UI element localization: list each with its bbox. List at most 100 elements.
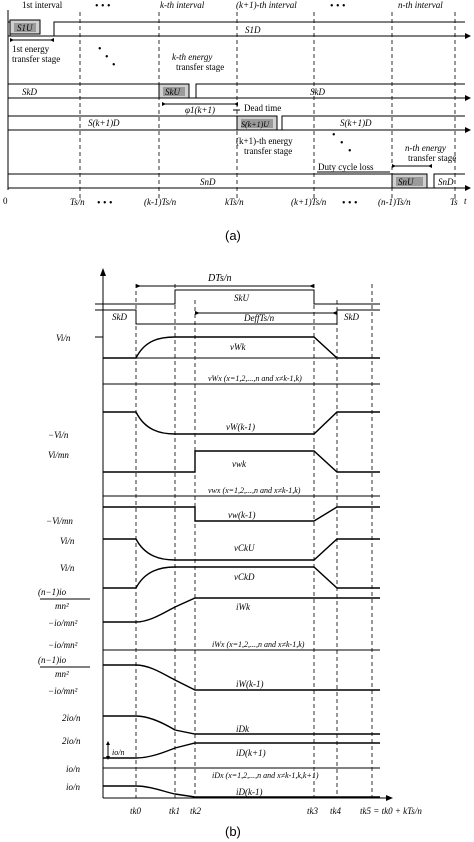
label-vi-n-2: Vi/n	[60, 536, 75, 546]
label-n1io-3: (n−1)io	[38, 655, 67, 665]
diag-dots-2: •	[332, 130, 336, 141]
axis-dots-2: • • •	[342, 198, 358, 209]
first-stage-label-2: transfer stage	[12, 54, 60, 64]
sku-waveform	[95, 289, 380, 305]
tk5-label: tk5 = tk0 + kTs/n	[360, 806, 422, 816]
label-two-io-n-2: 2io/n	[62, 736, 81, 746]
iwx-label: iWx (x=1,2,...,n and x≠k-1,k)	[212, 640, 305, 649]
interval-dots-2: • • •	[330, 1, 346, 12]
vckd-waveform	[103, 566, 380, 589]
label-neg-io-mn2: −io/mn²	[48, 618, 78, 628]
sk1u-label-a: S(k+1)U	[241, 120, 270, 129]
first-interval-label: 1st interval	[22, 0, 63, 10]
tk3-label: tk3	[307, 806, 318, 816]
vwk-small-label: vwk	[232, 459, 247, 469]
kth-stage-label-1: k-th energy	[172, 52, 212, 62]
vwx-small-label: vwx (x=1,2,...,n and x≠k-1,k)	[208, 486, 301, 495]
caption-a: (a)	[225, 228, 241, 243]
label-vi-n-3: Vi/n	[60, 563, 75, 573]
snd-label-a2: SnD	[438, 177, 454, 187]
label-neg-vi-n: −Vi/n	[48, 430, 69, 440]
interval-dots-1: • • •	[95, 1, 111, 12]
s1u-label: S1U	[17, 23, 33, 33]
axis-dots-1: • • •	[97, 198, 113, 209]
sku-label-a: SkU	[165, 87, 180, 97]
caption-b: (b)	[225, 824, 241, 839]
svg-text:•: •	[105, 52, 109, 63]
skd-waveform-b	[95, 309, 380, 325]
tk2-label: tk2	[190, 806, 201, 816]
axis-k-plus: (k+1)Ts/n	[291, 197, 327, 207]
vwx-label: vWx (x=1,2,...,n and x≠k-1,k)	[208, 374, 302, 383]
axis-n-1: (n-1)Ts/n	[378, 197, 411, 207]
phi-label: φ1(k+1)	[185, 105, 215, 115]
iwk-waveform	[103, 597, 380, 623]
vwk-waveform	[103, 336, 380, 359]
axis-k-1: (k-1)Ts/n	[144, 197, 177, 207]
label-neg-io-mn2-c: −io/mn²	[48, 686, 78, 696]
nth-stage-label-1: n-th energy	[405, 143, 446, 153]
axis-ts: Ts	[450, 197, 458, 207]
diag-dots-1: •	[98, 44, 102, 55]
skd-waveform-right	[189, 83, 465, 99]
label-n1io-2: mn²	[55, 601, 69, 611]
label-neg-vi-mn: −Vi/mn	[46, 516, 73, 526]
vwk1-small-waveform	[103, 506, 380, 522]
k1-stage-label-1: (k+1)-th energy	[236, 136, 293, 146]
vwk1-small-label: vw(k-1)	[228, 510, 255, 520]
svg-text:•: •	[340, 138, 344, 149]
axis-zero: 0	[3, 196, 8, 206]
idk-label: iDk	[236, 724, 250, 734]
label-io-n: io/n	[66, 764, 81, 774]
skd-label-b-right: SkD	[344, 312, 359, 322]
label-two-io-n: 2io/n	[62, 713, 81, 723]
vwk-small-waveform	[103, 450, 380, 473]
label-neg-io-mn2-b: −io/mn²	[48, 640, 78, 650]
kth-interval-label: k-th interval	[160, 0, 205, 10]
svg-text:•: •	[112, 60, 116, 71]
label-io-n-inner: io/n	[112, 748, 124, 757]
iwk1-label: iW(k-1)	[236, 679, 263, 689]
dead-time-label: Dead time	[244, 103, 281, 113]
idk1-label: iD(k+1)	[236, 748, 266, 758]
nth-stage-label-2: transfer stage	[408, 153, 456, 163]
iwk-label: iWk	[236, 602, 251, 612]
s1d-label: S1D	[245, 25, 261, 35]
idk-1-label: iD(k-1)	[236, 787, 263, 797]
first-stage-label-1: 1st energy	[12, 44, 50, 54]
sk1d-waveform-left	[8, 115, 238, 130]
nth-interval-label: n-th interval	[398, 0, 443, 10]
sku-label-b: SkU	[234, 293, 249, 303]
vwk1-label: vW(k-1)	[226, 422, 255, 432]
label-vi-n: Vi/n	[56, 333, 71, 343]
sk1d-label-a: S(k+1)D	[88, 118, 120, 128]
svg-text:•: •	[348, 146, 352, 157]
iwk1-waveform	[103, 664, 380, 691]
label-n1io-4: mn²	[55, 669, 69, 679]
snd-label-a: SnD	[200, 177, 216, 187]
part-b-diagram: DTs/n SkU SkD SkD DeffTs/n Vi/n vWk vWx …	[38, 268, 422, 816]
idk-1-waveform	[103, 785, 380, 798]
part-a-diagram: 1st interval • • • k-th interval (k+1)-t…	[3, 0, 471, 209]
idk1-waveform	[103, 742, 380, 759]
dts-n-label: DTs/n	[207, 273, 232, 284]
tk0-label: tk0	[130, 806, 141, 816]
sk1d-label-a2: S(k+1)D	[340, 118, 372, 128]
tk4-label: tk4	[330, 806, 341, 816]
vwk-label: vWk	[230, 342, 246, 352]
snu-label-a: SnU	[398, 177, 414, 187]
k1th-interval-label: (k+1)-th interval	[236, 0, 297, 10]
tk1-label: tk1	[169, 806, 180, 816]
k1-stage-label-2: transfer stage	[244, 146, 292, 156]
skd-label-b-left: SkD	[112, 312, 127, 322]
idk-waveform	[103, 715, 380, 735]
axis-ts-n: Ts/n	[70, 197, 85, 207]
label-n1io-1: (n−1)io	[38, 587, 67, 597]
skd-label-a: SkD	[22, 87, 37, 97]
vwk1-waveform	[103, 411, 380, 435]
idx-label: iDx (x=1,2,...,n and x≠k-1,k,k+1)	[212, 771, 319, 780]
duty-cycle-loss-label: Duty cycle loss	[318, 162, 374, 172]
vcku-waveform	[103, 538, 380, 561]
kth-stage-label-2: transfer stage	[176, 62, 224, 72]
